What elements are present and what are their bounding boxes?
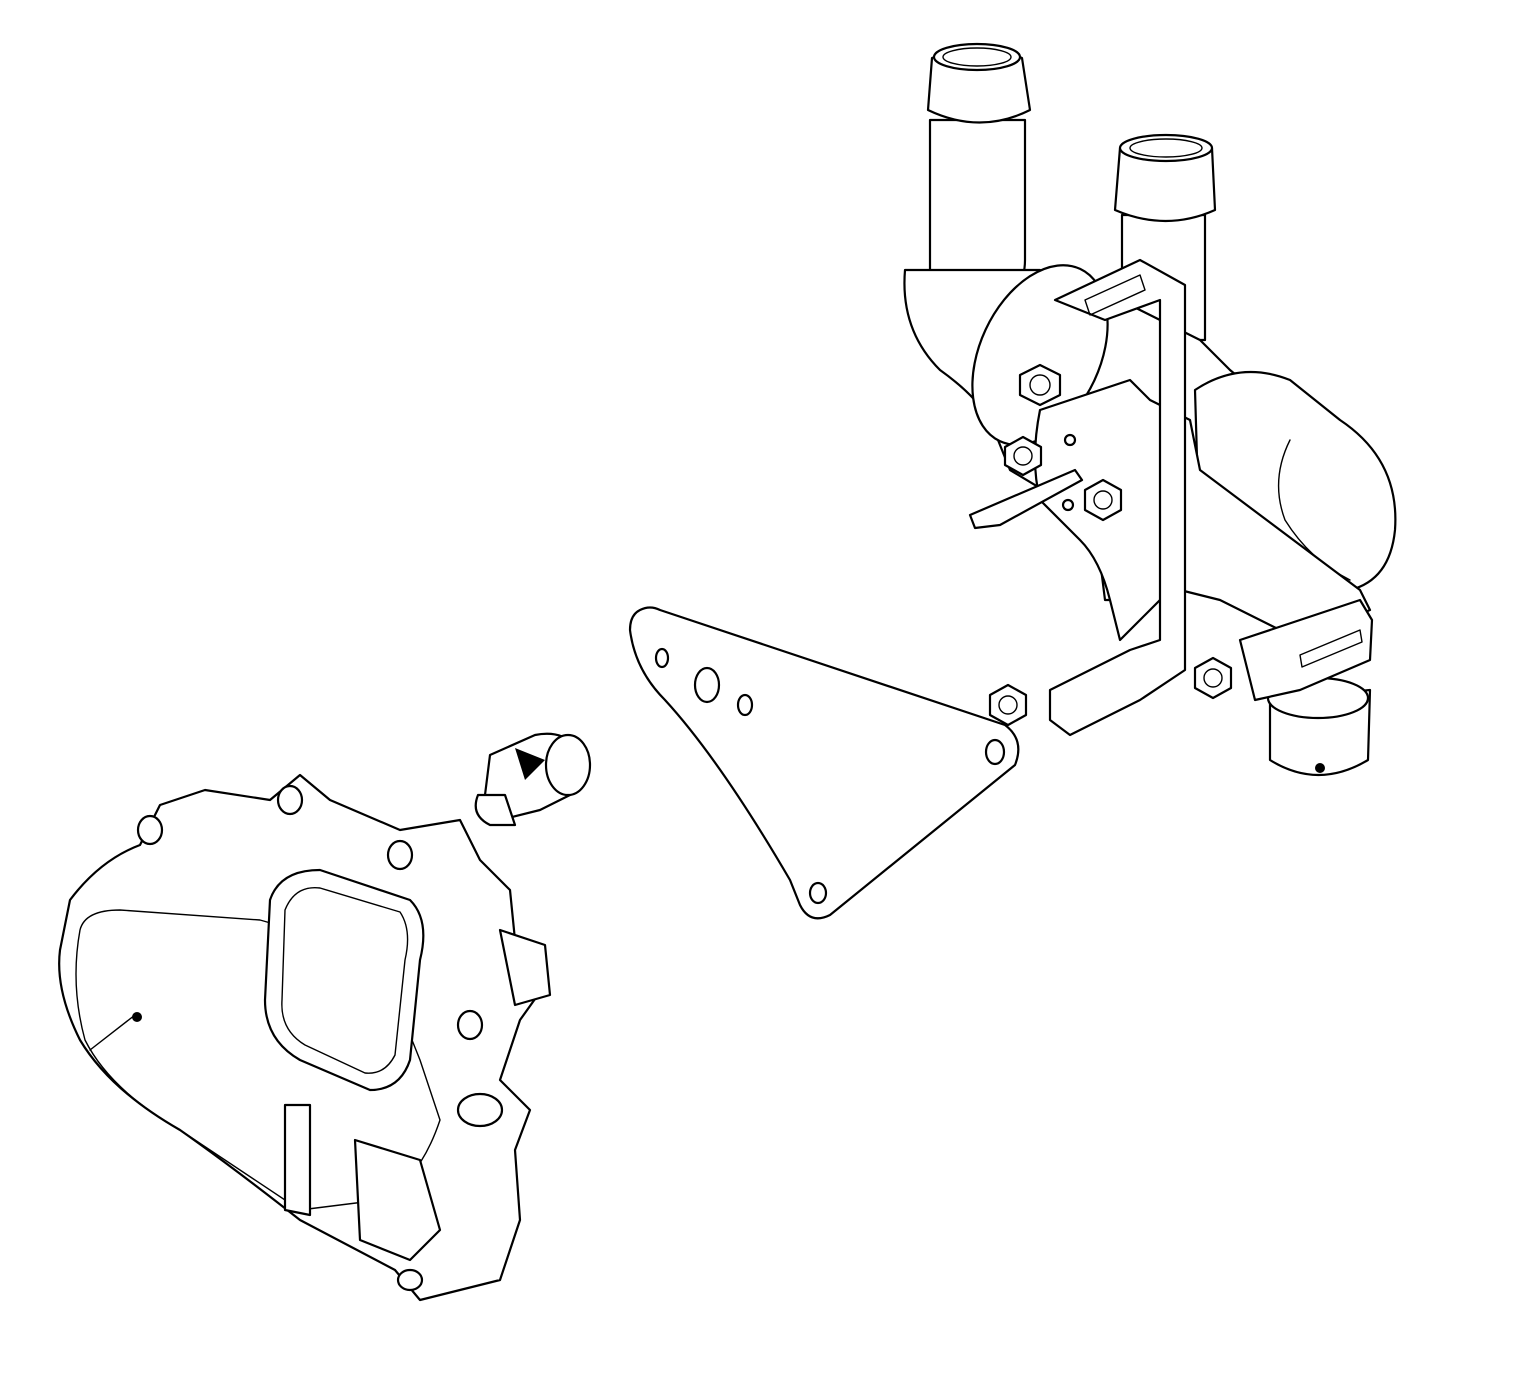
u-bracket <box>1048 258 1187 737</box>
reservoir-housing <box>58 773 552 1302</box>
pin <box>968 468 1084 530</box>
nut <box>1193 656 1233 700</box>
reference-dot <box>1315 763 1325 773</box>
nut <box>1018 363 1062 407</box>
triangular-bracket <box>628 606 1020 920</box>
connector <box>474 732 592 827</box>
hose-nipple-left <box>926 42 1032 302</box>
nut <box>988 683 1028 727</box>
valve-assembly <box>903 42 1397 776</box>
strap-clamp <box>1238 598 1374 702</box>
reference-dot <box>132 1012 142 1022</box>
nut <box>1083 478 1123 522</box>
nut <box>1003 435 1043 477</box>
